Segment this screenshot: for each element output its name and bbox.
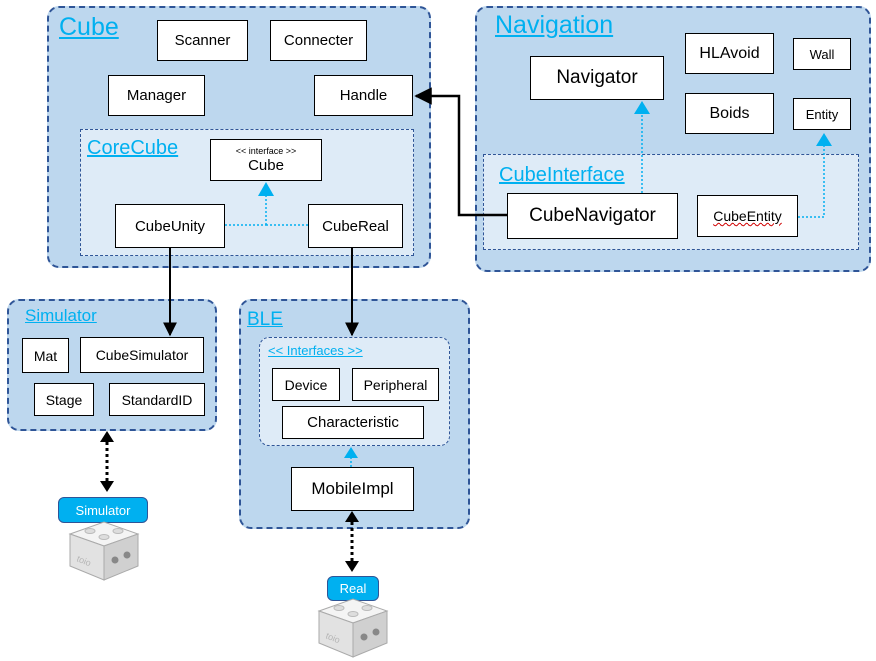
navigation-package-title: Navigation [495,11,614,39]
interfaces-package-title: << Interfaces >> [268,343,363,358]
mobileimpl-class: MobileImpl [291,467,414,511]
standardid-class: StandardID [109,383,205,416]
association-cubenavigator-handle [414,87,507,217]
dependency-cubeentity-entity [798,146,825,218]
toio-cube-icon-simulator: toio [68,521,140,581]
wall-class: Wall [793,38,851,70]
cubenavigator-class: CubeNavigator [507,193,678,239]
cubeunity-class: CubeUnity [115,204,225,248]
cube-interface-name: Cube [248,156,284,174]
manager-class: Manager [108,75,205,116]
realization-arrowhead-cube [258,182,274,196]
link-simulator-arrow-down [100,481,114,492]
handle-class: Handle [314,75,413,116]
device-class: Device [272,368,340,401]
dependency-arrowhead-navigator [634,101,650,114]
cube-interface-class: << interface >> Cube [210,139,322,181]
cube-package-title: Cube [59,13,119,41]
cubeentity-class: CubeEntity [697,195,798,237]
cubesimulator-class: CubeSimulator [80,337,204,373]
peripheral-class: Peripheral [352,368,439,401]
hlavoid-class: HLAvoid [685,33,774,74]
connecter-class: Connecter [270,20,367,61]
entity-class: Entity [793,98,851,130]
simulator-package-title: Simulator [25,306,97,325]
interface-stereotype: << interface >> [235,146,297,157]
boids-class: Boids [685,93,774,134]
characteristic-class: Characteristic [282,406,424,439]
mat-class: Mat [22,338,69,373]
dependency-arrowhead-entity [816,133,832,146]
cubeentity-label: CubeEntity [713,208,782,224]
link-simulator-arrow-up [100,431,114,442]
link-real-arrow-up [345,511,359,522]
cubereal-class: CubeReal [308,204,403,248]
ble-package-title: BLE [247,309,283,330]
link-real-arrow-down [345,561,359,572]
scanner-class: Scanner [157,20,248,61]
navigator-class: Navigator [530,56,664,100]
cubeinterface-package-title: CubeInterface [499,164,625,186]
stage-class: Stage [34,383,94,416]
corecube-package-title: CoreCube [87,137,179,159]
dependency-arrowhead-interfaces [344,447,358,458]
toio-cube-icon-real: toio [317,598,389,658]
